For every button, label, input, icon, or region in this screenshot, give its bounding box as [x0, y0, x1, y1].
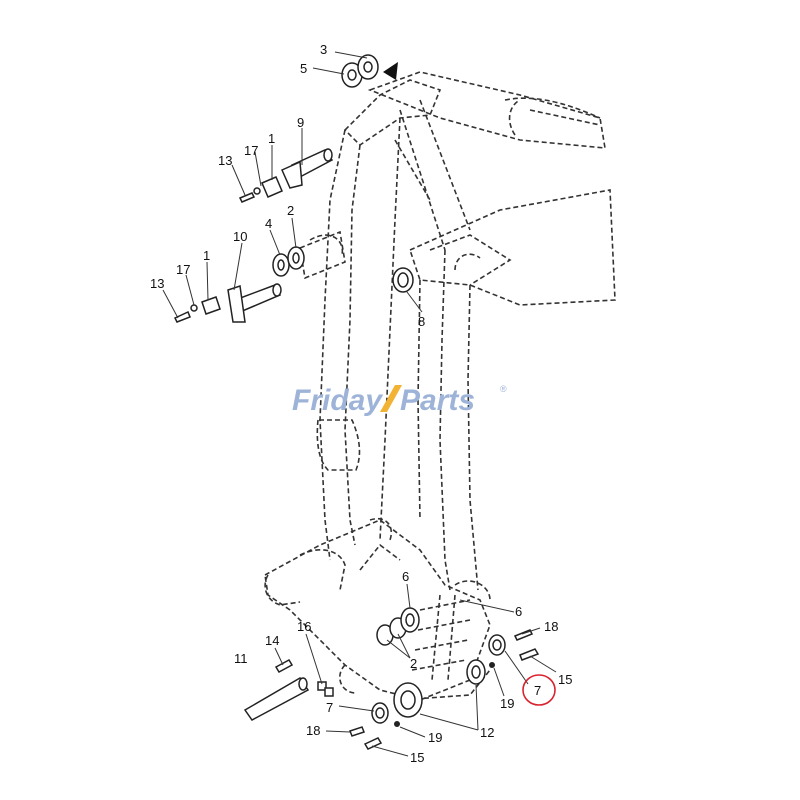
leader-lines [162, 51, 557, 757]
watermark-registered: ® [500, 384, 507, 394]
callout-13-lower[interactable]: 13 [150, 276, 164, 291]
callout-2-lower[interactable]: 2 [410, 656, 417, 671]
highlight-ring [522, 674, 556, 706]
watermark-logo: Friday Parts ® [292, 384, 507, 417]
callout-8[interactable]: 8 [418, 314, 425, 329]
callout-1[interactable]: 1 [268, 131, 275, 146]
callout-9[interactable]: 9 [297, 115, 304, 130]
callout-15-lower[interactable]: 15 [410, 750, 424, 765]
callout-3[interactable]: 3 [320, 42, 327, 57]
callout-17[interactable]: 17 [244, 143, 258, 158]
callout-17-lower[interactable]: 17 [176, 262, 190, 277]
parts-drawn [173, 54, 540, 750]
callout-14[interactable]: 14 [265, 633, 279, 648]
callout-1-lower[interactable]: 1 [203, 248, 210, 263]
callout-5[interactable]: 5 [300, 61, 307, 76]
watermark-part1: Friday [292, 384, 383, 417]
callout-6-right[interactable]: 6 [515, 604, 522, 619]
watermark-part2: Parts [400, 384, 475, 417]
callout-11[interactable]: 11 [234, 651, 248, 666]
callout-labels: 3 5 9 1 17 13 4 2 10 1 17 13 8 6 6 18 15… [150, 42, 572, 765]
callout-6[interactable]: 6 [402, 569, 409, 584]
callout-7-highlighted[interactable]: 7 [534, 683, 541, 698]
pointer-arrow-icon [383, 62, 398, 80]
watermark-swoosh-icon [380, 385, 402, 412]
callout-19-lower[interactable]: 19 [428, 730, 442, 745]
callout-16[interactable]: 16 [297, 619, 311, 634]
callout-7[interactable]: 7 [326, 700, 333, 715]
callout-12[interactable]: 12 [480, 725, 494, 740]
callout-2[interactable]: 2 [287, 203, 294, 218]
callout-10[interactable]: 10 [233, 229, 247, 244]
callout-4[interactable]: 4 [265, 216, 272, 231]
callout-15[interactable]: 15 [558, 672, 572, 687]
callout-19[interactable]: 19 [500, 696, 514, 711]
callout-18-lower[interactable]: 18 [306, 723, 320, 738]
callout-18[interactable]: 18 [544, 619, 558, 634]
callout-13[interactable]: 13 [218, 153, 232, 168]
